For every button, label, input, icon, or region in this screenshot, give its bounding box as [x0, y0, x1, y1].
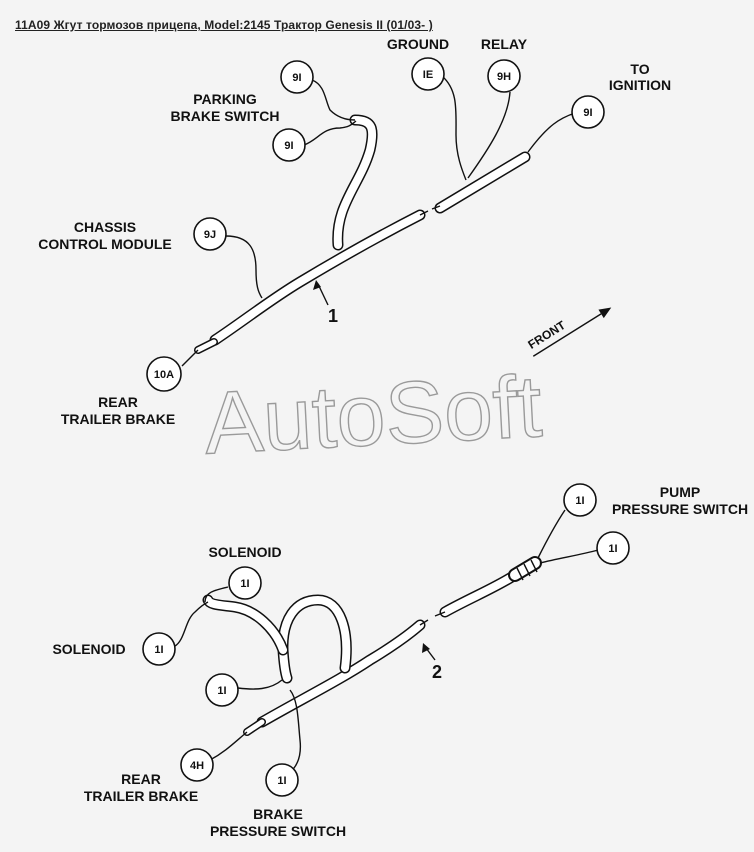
front-label: FRONT	[525, 318, 568, 352]
svg-text:9H: 9H	[497, 71, 511, 83]
connector-ground: IE	[411, 57, 445, 91]
label-relay: RELAY	[481, 36, 528, 52]
svg-text:1I: 1I	[240, 578, 249, 590]
svg-text:9I: 9I	[583, 107, 592, 119]
svg-text:IE: IE	[423, 69, 433, 81]
label-rear-1: REAR	[98, 394, 138, 410]
wire-parking-bottom	[303, 120, 357, 146]
svg-text:1I: 1I	[277, 775, 286, 787]
label-chassis-1: CHASSIS	[74, 219, 136, 235]
label-parking-1: PARKING	[193, 91, 257, 107]
label-chassis-2: CONTROL MODULE	[38, 236, 172, 252]
wire-sol-top	[204, 586, 229, 603]
connector-chassis: 9J	[193, 217, 227, 251]
label-rear-2: TRAILER BRAKE	[84, 788, 198, 804]
connector-brake: 1I	[265, 763, 299, 797]
svg-text:10A: 10A	[154, 369, 174, 381]
label-brake-1: BRAKE	[253, 806, 303, 822]
label-brake-2: PRESSURE SWITCH	[210, 823, 346, 839]
wire-relay	[467, 91, 511, 179]
connector-relay: 9H	[487, 59, 521, 93]
label-rear-2: TRAILER BRAKE	[61, 411, 175, 427]
label-parking-2: BRAKE SWITCH	[171, 108, 280, 124]
connector-pump-top: 1I	[563, 483, 597, 517]
wire-rear-10a	[181, 349, 199, 367]
svg-text:9I: 9I	[292, 72, 301, 84]
wire-sol-left	[174, 601, 209, 647]
connector-mid: 1I	[205, 673, 239, 707]
watermark: AutoSoft	[202, 356, 544, 473]
connector-rear: 10A	[146, 356, 182, 392]
callout-number-1: 1	[328, 306, 338, 326]
svg-text:1I: 1I	[154, 644, 163, 656]
callout-number-2: 2	[432, 662, 442, 682]
harness-diagram-2: 2 1I 1I 1I 1I 1I 4H 1I SOLENOID SOLENOID…	[52, 483, 748, 839]
label-solenoid-top: SOLENOID	[208, 544, 281, 560]
label-solenoid-left: SOLENOID	[52, 641, 125, 657]
connector-sol-left: 1I	[142, 632, 176, 666]
front-arrow: FRONT	[525, 307, 612, 357]
wire-chassis-9j	[225, 235, 263, 299]
wire-ignition	[527, 112, 576, 153]
svg-text:9J: 9J	[204, 229, 216, 241]
connector-rear: 4H	[180, 748, 214, 782]
page-title: 11A09 Жгут тормозов прицепа, Model:2145 …	[15, 18, 433, 32]
connector-ignition: 9I	[571, 95, 605, 129]
wire-ground	[441, 75, 467, 181]
connector-pump-bottom: 1I	[596, 531, 630, 565]
label-pump-2: PRESSURE SWITCH	[612, 501, 748, 517]
label-to-ignition-2: IGNITION	[609, 77, 671, 93]
svg-text:9I: 9I	[284, 140, 293, 152]
svg-text:1I: 1I	[217, 685, 226, 697]
svg-text:4H: 4H	[190, 760, 204, 772]
wire-parking-top	[311, 79, 356, 121]
svg-text:1I: 1I	[575, 495, 584, 507]
wire-mid	[237, 679, 283, 690]
connector-sol-top: 1I	[228, 566, 262, 600]
svg-text:1I: 1I	[608, 543, 617, 555]
label-to-ignition-1: TO	[630, 61, 649, 77]
harness-diagram-1: 1 FRONT 9I 9I IE 9H 9I 9J 10A GROUND REL…	[38, 36, 671, 427]
connector-pk-bottom: 9I	[272, 128, 306, 162]
label-rear-1: REAR	[121, 771, 161, 787]
label-pump-1: PUMP	[660, 484, 700, 500]
label-ground: GROUND	[387, 36, 449, 52]
wire-brake	[287, 689, 302, 775]
wire-pump-top	[537, 509, 566, 559]
wire-pump-bottom	[539, 549, 599, 564]
connector-pk-top: 9I	[280, 60, 314, 94]
wire-rear-4h	[209, 731, 248, 761]
